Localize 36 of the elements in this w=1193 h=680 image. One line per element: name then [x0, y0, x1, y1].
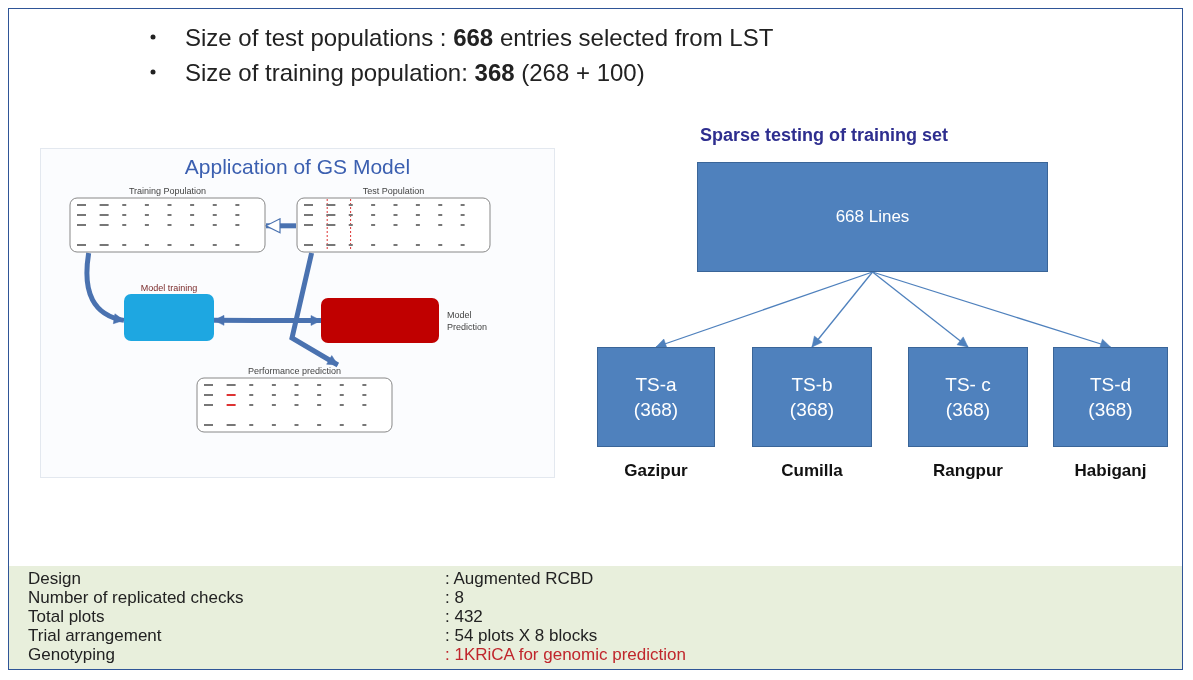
- arrow: [871, 271, 969, 348]
- arrow: [265, 218, 296, 234]
- table-heading: Training Population: [128, 185, 207, 197]
- arrow: [655, 271, 874, 349]
- table-value: : 1KRiCA for genomic prediction: [445, 645, 686, 664]
- table-label: Design: [28, 569, 81, 588]
- box-caption: Model Prediction: [447, 308, 489, 333]
- chart-title: Sparse testing of training set: [700, 125, 949, 146]
- arrow: [811, 271, 874, 348]
- table-heading: Test Population: [362, 185, 425, 197]
- arrow: [84, 252, 125, 324]
- table-label: Number of replicated checks: [28, 588, 244, 607]
- location-label: Cumilla: [781, 461, 843, 481]
- table-value: : 8: [445, 588, 464, 607]
- location-label: Habiganj: [1074, 461, 1147, 481]
- arrow: [213, 315, 322, 326]
- table-label: Genotyping: [28, 645, 115, 664]
- table-label: Total plots: [28, 607, 105, 626]
- arrow: [289, 252, 340, 368]
- table-value: : 432: [445, 607, 483, 626]
- process-box: TS-a (368): [597, 347, 715, 447]
- process-box: TS-b (368): [752, 347, 872, 447]
- process-box: 668 Lines: [697, 162, 1048, 272]
- panel-title: Application of GS Model: [183, 155, 412, 179]
- table-heading: Performance prediction: [247, 365, 341, 377]
- table-value: : Augmented RCBD: [445, 569, 594, 588]
- table-value: : 54 plots X 8 blocks: [445, 626, 598, 645]
- figure-panel: [40, 148, 555, 478]
- location-label: Rangpur: [933, 461, 1003, 481]
- location-label: Gazipur: [624, 461, 688, 481]
- process-box: TS- c (368): [908, 347, 1028, 447]
- box-heading: Model training: [140, 282, 198, 294]
- bullet-text: Size of test populations : 668 entries selected from LST: [185, 24, 774, 52]
- process-box: TS-d (368): [1053, 347, 1168, 447]
- bullet-text: Size of training population: 368 (268 + 100): [185, 59, 645, 87]
- table-label: Trial arrangement: [28, 626, 162, 645]
